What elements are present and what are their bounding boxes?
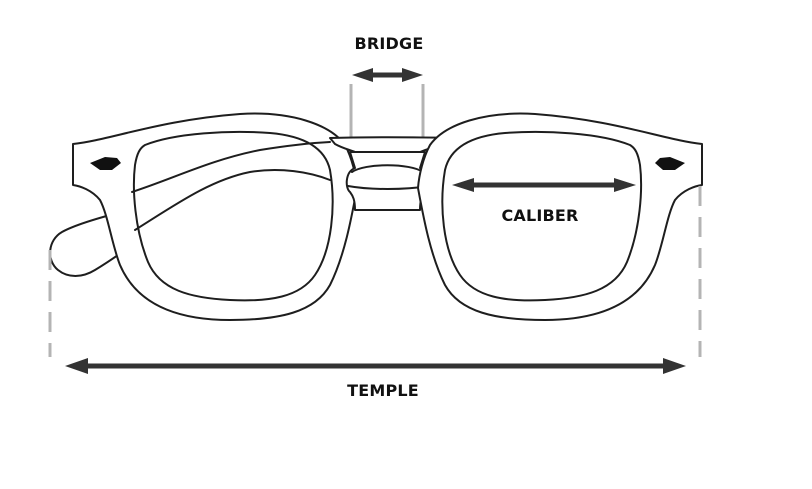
temple-label: TEMPLE	[347, 381, 419, 400]
left-rim	[72, 112, 358, 321]
temple-arrow	[65, 358, 686, 374]
bridge-arrow	[352, 68, 423, 82]
temple-guides	[48, 186, 702, 357]
left-lens	[132, 130, 334, 302]
bridge-arrow-head-right	[402, 68, 423, 82]
nose-pad-top	[351, 164, 424, 173]
left-temple-through-lens-lower	[134, 169, 331, 231]
right-rim	[417, 112, 703, 321]
left-temple-through-lens	[131, 141, 331, 193]
nose-bridge	[345, 151, 430, 211]
caliber-arrow-head-right	[614, 178, 636, 192]
temple-arrow-head-right	[663, 358, 686, 374]
bridge-label: BRIDGE	[354, 34, 423, 53]
left-rivet-icon	[90, 157, 121, 170]
right-rivet-icon	[655, 157, 685, 170]
caliber-arrow-head-left	[452, 178, 474, 192]
right-lens	[441, 130, 643, 302]
temple-arrow-head-left	[65, 358, 88, 374]
caliber-label: CALIBER	[501, 206, 578, 225]
bridge-arrow-head-left	[352, 68, 373, 82]
caliber-arrow	[452, 178, 636, 192]
